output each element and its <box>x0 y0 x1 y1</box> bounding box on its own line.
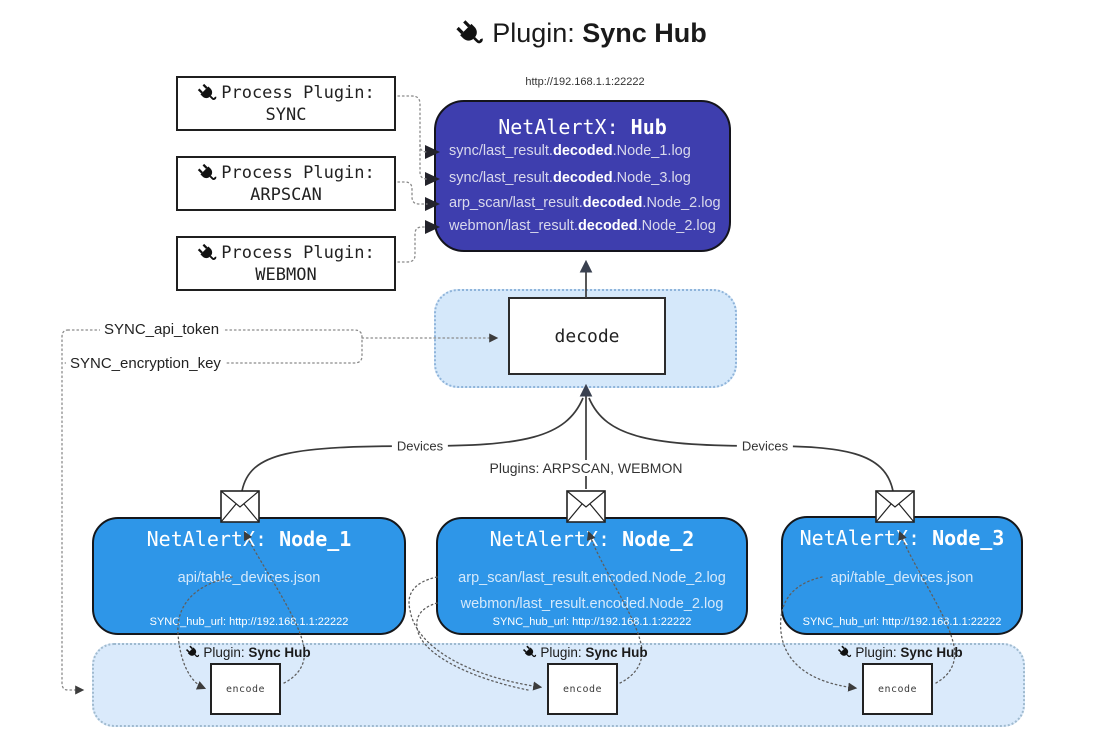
node-box-node2: NetAlertX: Node_2 arp_scan/last_result.e… <box>436 517 748 635</box>
node-line: api/table_devices.json <box>177 570 321 586</box>
hub-log-line: sync/last_result.decoded.Node_3.log <box>449 170 691 186</box>
encode-box: encode <box>547 663 618 715</box>
plug-icon <box>185 645 200 658</box>
hub-log-line: arp_scan/last_result.decoded.Node_2.log <box>449 195 721 211</box>
process-plugin-name: SYNC <box>265 104 307 125</box>
envelope-icon <box>875 490 915 523</box>
plug-icon <box>456 19 483 43</box>
band-plugin-label: Plugin: Sync Hub <box>837 645 963 660</box>
plug-icon <box>522 645 537 658</box>
process-plugin-box-sync: Process Plugin: SYNC <box>176 76 396 131</box>
process-plugin-label: Process Plugin: <box>221 83 375 103</box>
devices-left-label: Devices <box>391 438 449 454</box>
process-plugin-name: ARPSCAN <box>250 184 322 205</box>
node-title: NetAlertX: Node_1 <box>146 527 352 551</box>
plug-icon <box>198 163 217 180</box>
band-plugin-label: Plugin: Sync Hub <box>522 645 648 660</box>
hub-box: NetAlertX: Hub sync/last_result.decoded.… <box>434 100 731 252</box>
node-title: NetAlertX: Node_3 <box>799 526 1005 550</box>
plug-icon <box>198 243 217 260</box>
envelope-icon <box>220 490 260 523</box>
node-box-node3: NetAlertX: Node_3 api/table_devices.json… <box>781 516 1023 635</box>
hub-title: NetAlertX: Hub <box>498 115 667 139</box>
plug-icon <box>198 83 217 100</box>
node-line: webmon/last_result.encoded.Node_2.log <box>460 596 724 612</box>
node-hub-url: SYNC_hub_url: http://192.168.1.1:22222 <box>149 616 349 628</box>
process-plugin-box-arpscan: Process Plugin: ARPSCAN <box>176 156 396 211</box>
band-plugin-label: Plugin: Sync Hub <box>185 645 311 660</box>
sync-api-token-label: SYNC_api_token <box>100 321 224 338</box>
node-line: arp_scan/last_result.encoded.Node_2.log <box>458 570 726 586</box>
decode-box: decode <box>508 297 666 375</box>
process-plugin-box-webmon: Process Plugin: WEBMON <box>176 236 396 291</box>
node-line: api/table_devices.json <box>830 570 974 586</box>
plug-icon <box>837 645 852 658</box>
hub-log-line: webmon/last_result.decoded.Node_2.log <box>449 218 716 234</box>
encode-box: encode <box>210 663 281 715</box>
page-title: Plugin: Sync Hub <box>455 18 707 49</box>
node-title: NetAlertX: Node_2 <box>489 527 695 551</box>
sync-encryption-key-label: SYNC_encryption_key <box>66 355 225 372</box>
node-hub-url: SYNC_hub_url: http://192.168.1.1:22222 <box>492 616 692 628</box>
plugins-middle-label: Plugins: ARPSCAN, WEBMON <box>484 460 688 476</box>
process-plugin-name: WEBMON <box>255 264 317 285</box>
hub-url-label: http://192.168.1.1:22222 <box>525 76 645 88</box>
devices-right-label: Devices <box>736 438 794 454</box>
node-box-node1: NetAlertX: Node_1 api/table_devices.json… <box>92 517 406 635</box>
envelope-icon <box>566 490 606 523</box>
node-hub-url: SYNC_hub_url: http://192.168.1.1:22222 <box>802 616 1002 628</box>
page-title-text: Plugin: Sync Hub <box>492 18 707 48</box>
process-plugin-label: Process Plugin: <box>221 243 375 263</box>
encode-box: encode <box>862 663 933 715</box>
hub-log-line: sync/last_result.decoded.Node_1.log <box>449 143 691 159</box>
process-plugin-label: Process Plugin: <box>221 163 375 183</box>
